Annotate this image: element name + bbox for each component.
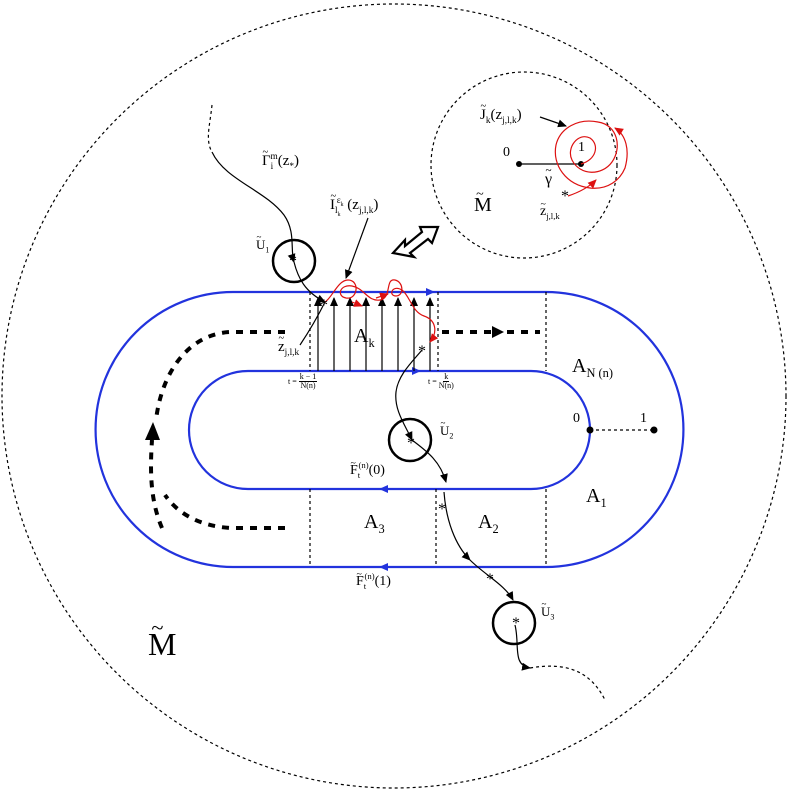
point-one [650, 426, 658, 434]
red-small-arrow [351, 299, 363, 307]
label-i-curve: ~Ilkεk (zj,l,k) [330, 191, 379, 218]
label-t-left: t = k − 1 N(n) [288, 372, 318, 390]
curve-top-dotted [207, 104, 213, 153]
outer-surface-boundary [1, 3, 787, 789]
inset-pointer-j [539, 116, 567, 128]
label-gamma-inset: ~γ [545, 164, 553, 188]
svg-text:*: * [438, 501, 446, 518]
asterisk-points: * * * * * * * * [289, 188, 569, 632]
thick-dashed-top-left [154, 330, 285, 421]
curve-to-u3 [469, 559, 514, 601]
thick-dashed-top-right-head [492, 326, 504, 338]
curve-gamma [211, 151, 296, 263]
label-a1: A1 [586, 485, 607, 510]
neighbourhood-u3 [491, 600, 537, 646]
neighbourhood-u1 [271, 238, 317, 284]
label-t-right: t = k N(n) [428, 372, 454, 390]
thick-dashed-left-arrowhead [145, 422, 160, 440]
label-z-jlk-inset: ~zj,l,k [540, 198, 560, 221]
label-one-main: 1 [640, 411, 647, 426]
label-j-curve: ~Jk(zj,l,k) [480, 101, 522, 126]
svg-text:*: * [512, 615, 520, 632]
svg-text:*: * [320, 297, 328, 314]
double-arrow [390, 225, 440, 259]
curve-down [395, 349, 423, 441]
point-zero [586, 426, 594, 434]
label-m-main: ~M [148, 614, 177, 662]
curve-z-continue [299, 301, 326, 346]
band-inner-boundary [187, 369, 592, 491]
label-a3: A3 [364, 511, 385, 536]
svg-text:*: * [407, 435, 415, 452]
neighbourhood-u2 [387, 417, 433, 463]
svg-text:*: * [289, 253, 297, 270]
inset-point-zero [516, 161, 522, 167]
thick-dashed-left-arrow [149, 439, 164, 529]
svg-text:*: * [486, 571, 494, 588]
red-loops [324, 279, 439, 343]
label-gamma-curve: ~Γim(z*) [262, 147, 300, 172]
inset-circle [430, 71, 618, 259]
inset-red-spiral [554, 120, 628, 189]
label-u2: ~U2 [440, 418, 454, 441]
curve-u3-out [514, 624, 531, 671]
label-a-nn: AN (n) [572, 355, 613, 380]
red-small-arrow2 [375, 292, 389, 301]
inset-red-tail [567, 179, 597, 197]
label-m-inset: ~M [474, 187, 492, 216]
curve-u2-out [411, 439, 448, 483]
band-outer-boundary [94, 290, 685, 569]
curve-through-a2 [443, 491, 471, 561]
label-f0: ~Ft(n)(0) [350, 457, 385, 480]
svg-text:*: * [418, 343, 426, 360]
label-zero-main: 0 [573, 411, 580, 426]
curve-bottom-dotted [529, 665, 606, 701]
pointer-i-curve [344, 217, 369, 279]
label-one-inset: 1 [578, 140, 585, 155]
label-a-k: Ak [354, 325, 375, 350]
label-zero-inset: 0 [503, 145, 510, 160]
svg-text:*: * [561, 188, 569, 205]
label-u3: ~U3 [541, 599, 555, 622]
curve-u1-to-z [293, 261, 326, 303]
label-u1: ~U1 [256, 232, 270, 255]
label-z-jlk: ~zj,l,k [278, 333, 300, 358]
label-f1: ~Ft(n)(1) [356, 568, 391, 591]
label-a2: A2 [478, 511, 499, 536]
